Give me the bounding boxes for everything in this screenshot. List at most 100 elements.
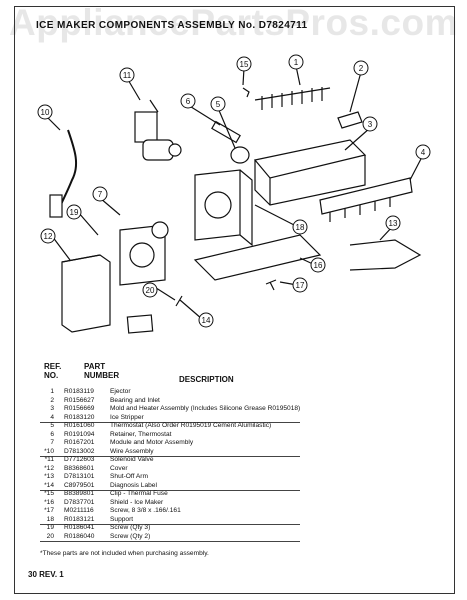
cell-ref: 5 bbox=[50, 422, 54, 429]
ref-header-line2: NO. bbox=[44, 371, 59, 380]
callout-5 bbox=[210, 96, 226, 112]
callout-13 bbox=[385, 215, 401, 231]
part-header-line1: PART bbox=[84, 362, 106, 371]
callout-3 bbox=[362, 116, 378, 132]
callout-2 bbox=[353, 60, 369, 76]
callout-label: 1 bbox=[294, 58, 299, 67]
cell-part: R0183119 bbox=[64, 388, 94, 395]
cell-desc: Solenoid Valve bbox=[110, 456, 154, 463]
cell-ref: *14 bbox=[44, 481, 54, 489]
cell-part: R0167201 bbox=[64, 439, 95, 446]
cell-desc: Ice Stripper bbox=[110, 413, 144, 421]
cell-ref: 6 bbox=[50, 430, 54, 438]
desc-header: DESCRIPTION bbox=[179, 375, 234, 384]
callout-label: 13 bbox=[389, 219, 398, 228]
cell-ref: 4 bbox=[50, 413, 54, 421]
cell-desc: Ejector bbox=[110, 388, 131, 395]
callout-11 bbox=[119, 67, 135, 83]
callout-1 bbox=[288, 54, 304, 70]
cell-desc: Screw (Qty 2) bbox=[110, 532, 151, 540]
callout-label: 20 bbox=[146, 286, 155, 295]
table-row: 20 R0186040 Screw (Qty 2) bbox=[40, 533, 300, 542]
cell-desc: Mold and Heater Assembly (Includes Silic… bbox=[110, 405, 301, 412]
part-header: PART NUMBER bbox=[84, 362, 119, 380]
cell-desc: Bearing and Inlet bbox=[110, 396, 160, 404]
footnote: *These parts are not included when purch… bbox=[40, 550, 209, 557]
callout-19 bbox=[66, 204, 82, 220]
callout-label: 19 bbox=[70, 208, 79, 217]
cell-part: M0211116 bbox=[64, 507, 94, 514]
callout-20 bbox=[142, 282, 158, 298]
callout-label: 7 bbox=[98, 190, 103, 199]
cell-ref: *15 bbox=[44, 490, 54, 497]
callout-15 bbox=[236, 56, 252, 72]
callout-12 bbox=[40, 228, 56, 244]
page-number: 30 REV. 1 bbox=[28, 570, 64, 579]
page-title: ICE MAKER COMPONENTS ASSEMBLY No. D78247… bbox=[36, 20, 308, 31]
table-row: *14 C8979501 Diagnosis Label bbox=[40, 482, 300, 491]
cell-ref: *16 bbox=[44, 498, 54, 506]
callout-6 bbox=[180, 93, 196, 109]
cell-desc: Cover bbox=[110, 464, 128, 472]
cell-desc: Shield - Ice Maker bbox=[110, 498, 164, 506]
callout-label: 14 bbox=[202, 316, 211, 325]
cell-desc: Wire Assembly bbox=[110, 447, 154, 455]
cell-part: R0186041 bbox=[64, 524, 95, 531]
cell-ref: *10 bbox=[44, 447, 54, 455]
cell-desc: Thermostat (Also Order R0195019 Cement A… bbox=[110, 422, 272, 429]
page-border bbox=[14, 6, 455, 594]
callout-label: 17 bbox=[296, 281, 305, 290]
cell-ref: *11 bbox=[44, 456, 54, 463]
cell-desc: Module and Motor Assembly bbox=[110, 439, 194, 446]
cell-desc: Screw, 8 3/8 x .166/.161 bbox=[110, 507, 181, 514]
callout-10 bbox=[37, 104, 53, 120]
cell-part: R0156627 bbox=[64, 396, 95, 404]
callout-17 bbox=[292, 277, 308, 293]
cell-part: C8979501 bbox=[64, 481, 95, 489]
callout-18 bbox=[292, 219, 308, 235]
cell-part: D7712603 bbox=[64, 456, 95, 463]
cell-desc: Shut-Off Arm bbox=[110, 473, 148, 480]
callout-label: 3 bbox=[368, 120, 373, 129]
callout-label: 12 bbox=[44, 232, 53, 241]
callout-label: 4 bbox=[421, 148, 426, 157]
cell-desc: Diagnosis Label bbox=[110, 481, 157, 489]
cell-part: R0183121 bbox=[64, 515, 95, 523]
callout-14 bbox=[198, 312, 214, 328]
part-header-line2: NUMBER bbox=[84, 371, 120, 380]
cell-ref: 1 bbox=[50, 388, 54, 395]
cell-part: R0183120 bbox=[64, 413, 95, 421]
watermark-text: AppliancePartsPros.com bbox=[9, 2, 458, 43]
cell-desc: Clip - Thermal Fuse bbox=[110, 490, 168, 497]
table-row: *10 D7813002 Wire Assembly bbox=[40, 448, 300, 457]
cell-part: D7813002 bbox=[64, 447, 95, 455]
callout-7 bbox=[92, 186, 108, 202]
callout-4 bbox=[415, 144, 431, 160]
cell-ref: 19 bbox=[46, 524, 54, 531]
callout-label: 11 bbox=[123, 71, 132, 80]
cell-desc: Screw (Qty 3) bbox=[110, 524, 151, 531]
callout-label: 5 bbox=[216, 100, 221, 109]
ref-header: REF. NO. bbox=[44, 362, 61, 380]
cell-ref: *17 bbox=[44, 507, 54, 514]
cell-ref: *13 bbox=[44, 473, 54, 480]
callout-label: 15 bbox=[240, 60, 249, 69]
callout-label: 10 bbox=[41, 108, 50, 117]
cell-ref: *12 bbox=[44, 464, 54, 472]
table-row: 4 R0183120 Ice Stripper bbox=[40, 414, 300, 423]
cell-desc: Retainer, Thermostat bbox=[110, 430, 172, 438]
cell-ref: 2 bbox=[50, 396, 54, 404]
cell-part: R0186040 bbox=[64, 532, 95, 540]
cell-ref: 20 bbox=[46, 532, 54, 540]
callout-label: 6 bbox=[186, 97, 191, 106]
callout-label: 18 bbox=[296, 223, 305, 232]
callout-label: 16 bbox=[314, 261, 323, 270]
callout-16 bbox=[310, 257, 326, 273]
cell-desc: Support bbox=[110, 515, 134, 523]
cell-part: R0161060 bbox=[64, 422, 95, 429]
callout-label: 2 bbox=[359, 64, 364, 73]
cell-ref: 3 bbox=[50, 405, 54, 412]
cell-part: D7837701 bbox=[64, 498, 95, 506]
cell-part: B8368601 bbox=[64, 464, 95, 472]
